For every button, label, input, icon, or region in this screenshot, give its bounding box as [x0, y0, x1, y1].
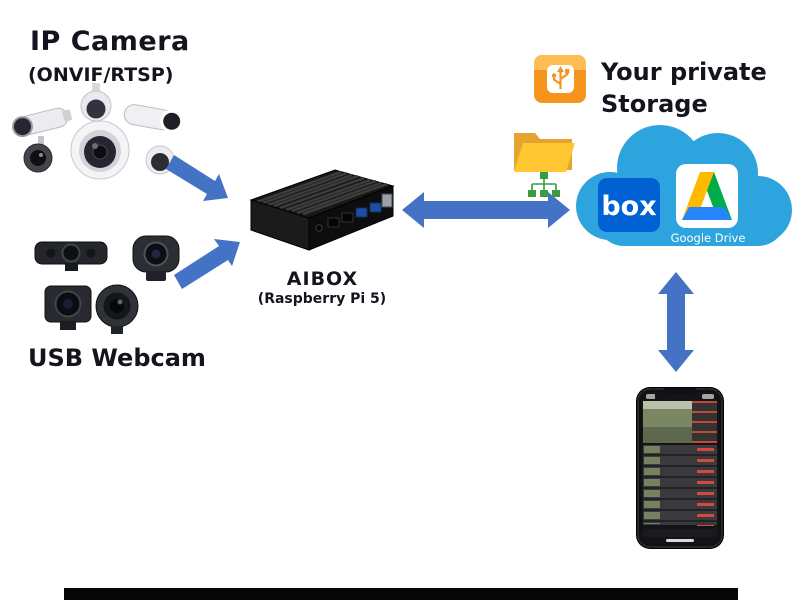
arrow-webcam-to-aibox-icon	[174, 239, 240, 289]
usb-webcam-label: USB Webcam	[28, 344, 206, 372]
phone-bottom-nav	[643, 529, 717, 537]
phone-camera-view	[643, 401, 692, 443]
ip-camera-title: IP Camera	[30, 26, 190, 57]
phone-list-thumbnails	[644, 446, 660, 524]
network-icon	[528, 172, 560, 197]
arrow-aibox-cloud-bidirectional-icon	[402, 192, 570, 228]
clip-webcam-icon	[132, 235, 180, 281]
aibox-title: AIBOX	[286, 268, 359, 290]
phone-home-indicator	[666, 539, 694, 542]
aibox-subtitle: (Raspberry Pi 5)	[257, 291, 387, 307]
usb-symbol-icon	[552, 71, 569, 89]
round-webcam-icon	[95, 284, 139, 334]
bottom-border-bar	[64, 588, 738, 600]
storage-title: Your private Storage	[601, 56, 767, 120]
usb-drive-icon	[534, 55, 586, 103]
cloud-storage-group: box Google Drive	[576, 125, 792, 246]
smartphone	[637, 388, 723, 548]
phone-notch	[664, 388, 696, 394]
lens-camera-front-icon	[23, 143, 53, 173]
phone-screen	[641, 392, 719, 544]
square-webcam-icon	[44, 285, 92, 330]
bar-webcam-icon	[34, 241, 108, 271]
box-logo-label: box	[601, 191, 656, 222]
google-drive-label: Google Drive	[671, 231, 746, 245]
ip-camera-subtitle: (ONVIF/RTSP)	[28, 64, 174, 86]
arrow-cloud-phone-bidirectional-icon	[658, 272, 694, 372]
ip-camera-cluster-icon	[12, 83, 184, 180]
dome-camera-small-icon	[145, 145, 175, 175]
google-drive-logo	[676, 164, 738, 228]
folder-icon	[514, 133, 575, 172]
aibox-heatsink-fins	[256, 170, 388, 216]
storage-title-line2: Storage	[601, 90, 708, 118]
arrow-ipcam-to-aibox-icon	[166, 155, 228, 201]
bullet-camera-left-icon	[12, 107, 72, 138]
dome-camera-front-icon	[70, 120, 130, 180]
aibox-ports	[315, 193, 393, 232]
box-logo: box	[598, 178, 660, 232]
bullet-camera-right-icon	[123, 104, 184, 133]
aibox-device-icon	[249, 169, 395, 251]
storage-title-line1: Your private	[601, 58, 767, 86]
phone-status-bar	[646, 394, 714, 399]
usb-webcam-cluster-icon	[34, 235, 180, 334]
phone-list-timestamps	[697, 448, 714, 526]
dome-camera-back-icon	[80, 83, 112, 122]
phone-event-panel	[692, 401, 717, 443]
